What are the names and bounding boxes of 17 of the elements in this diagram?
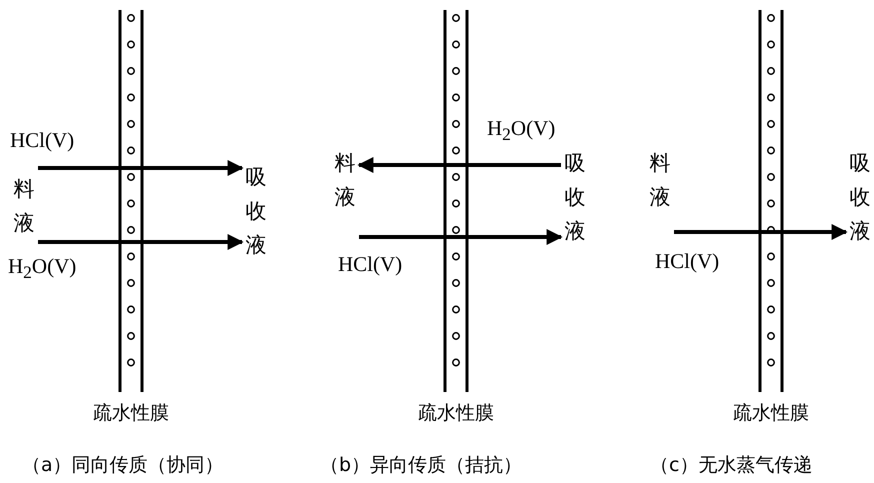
liquid-label: 吸收液 [563,146,587,248]
caption: （b）异向传质（拮抗） [320,453,522,478]
membrane-label: 疏水性膜 [733,401,809,426]
arrow [38,234,244,250]
caption: （c）无水蒸气传递 [650,453,812,478]
liquid-label: 料液 [12,172,36,240]
arrow [674,224,848,240]
liquid-label: 料液 [648,146,672,236]
arrow [359,229,563,245]
membrane-label: 疏水性膜 [93,401,169,426]
liquid-label: 吸收液 [848,146,872,248]
membrane-label: 疏水性膜 [418,401,494,426]
arrow [357,157,561,173]
liquid-label: 吸收液 [244,160,268,262]
liquid-label: 料液 [333,146,357,214]
arrow [38,160,244,176]
caption: （a）同向传质（协同） [22,453,224,478]
